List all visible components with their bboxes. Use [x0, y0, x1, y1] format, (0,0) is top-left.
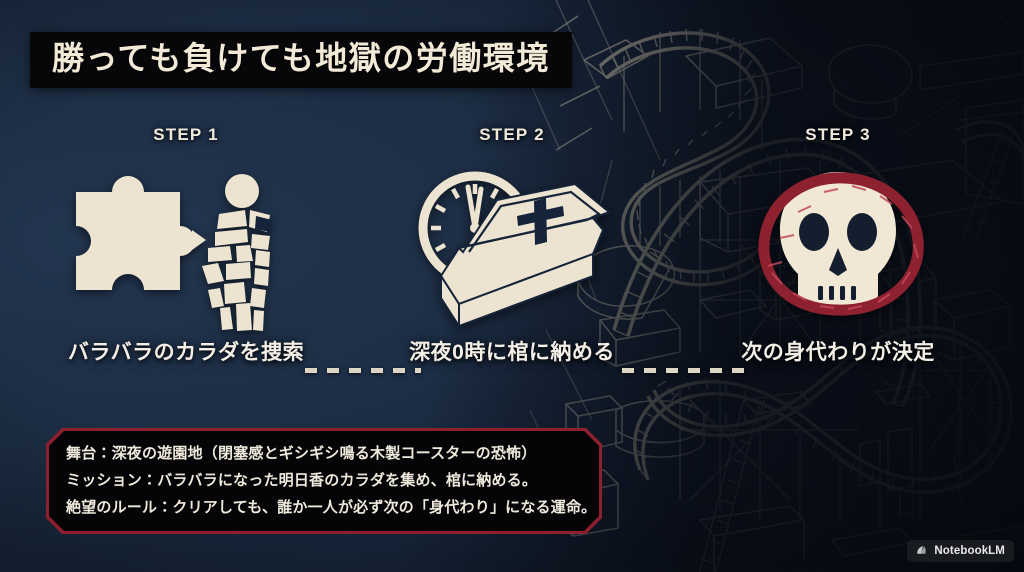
page-title: 勝っても負けても地獄の労働環境: [52, 40, 550, 76]
step-3-caption: 次の身代わりが決定: [741, 341, 935, 364]
shattered-body-icon: [202, 174, 272, 331]
dashed-connector-1-2: [305, 368, 421, 373]
step-2: STEP 2: [362, 125, 662, 366]
step-2-artwork: [362, 151, 662, 336]
info-panel: 舞台：深夜の遊園地（閉塞感とギシギシ鳴る木製コースターの恐怖） ミッション：バラ…: [46, 428, 602, 534]
puzzle-piece-icon: [76, 176, 195, 290]
step-2-label: STEP 2: [479, 125, 545, 144]
title-bar: 勝っても負けても地獄の労働環境: [30, 32, 572, 89]
step-3-artwork: [688, 151, 988, 336]
step-3: STEP 3: [688, 125, 988, 366]
info-panel-background: [49, 431, 599, 531]
step-2-caption: 深夜0時に棺に納める: [409, 341, 615, 364]
notebooklm-watermark: NotebookLM: [907, 540, 1014, 562]
info-line-rule: 絶望のルール：クリアしても、誰か一人が必ず次の「身代わり」になる運命。: [66, 499, 597, 516]
info-line-mission: ミッション：バラバラになった明日香のカラダを集め、棺に納める。: [66, 472, 538, 489]
arrow-right-icon: [192, 230, 206, 250]
watermark-label: NotebookLM: [934, 544, 1005, 557]
coffin-icon: [439, 182, 611, 330]
dashed-connector-2-3: [622, 368, 750, 373]
step-1: STEP 1: [36, 125, 336, 366]
step-1-caption: バラバラのカラダを捜索: [67, 341, 305, 364]
chain-icon: [758, 172, 924, 316]
info-line-stage: 舞台：深夜の遊園地（閉塞感とギシギシ鳴る木製コースターの恐怖）: [66, 445, 537, 462]
step-1-artwork: [36, 151, 336, 336]
step-1-label: STEP 1: [153, 125, 219, 144]
chain-links: [767, 185, 919, 310]
info-panel-lines: 舞台：深夜の遊園地（閉塞感とギシギシ鳴る木製コースターの恐怖） ミッション：バラ…: [66, 440, 597, 521]
steps-row: STEP 1: [0, 125, 1024, 385]
step-3-label: STEP 3: [805, 125, 871, 144]
notebooklm-logo-icon: [917, 546, 927, 554]
